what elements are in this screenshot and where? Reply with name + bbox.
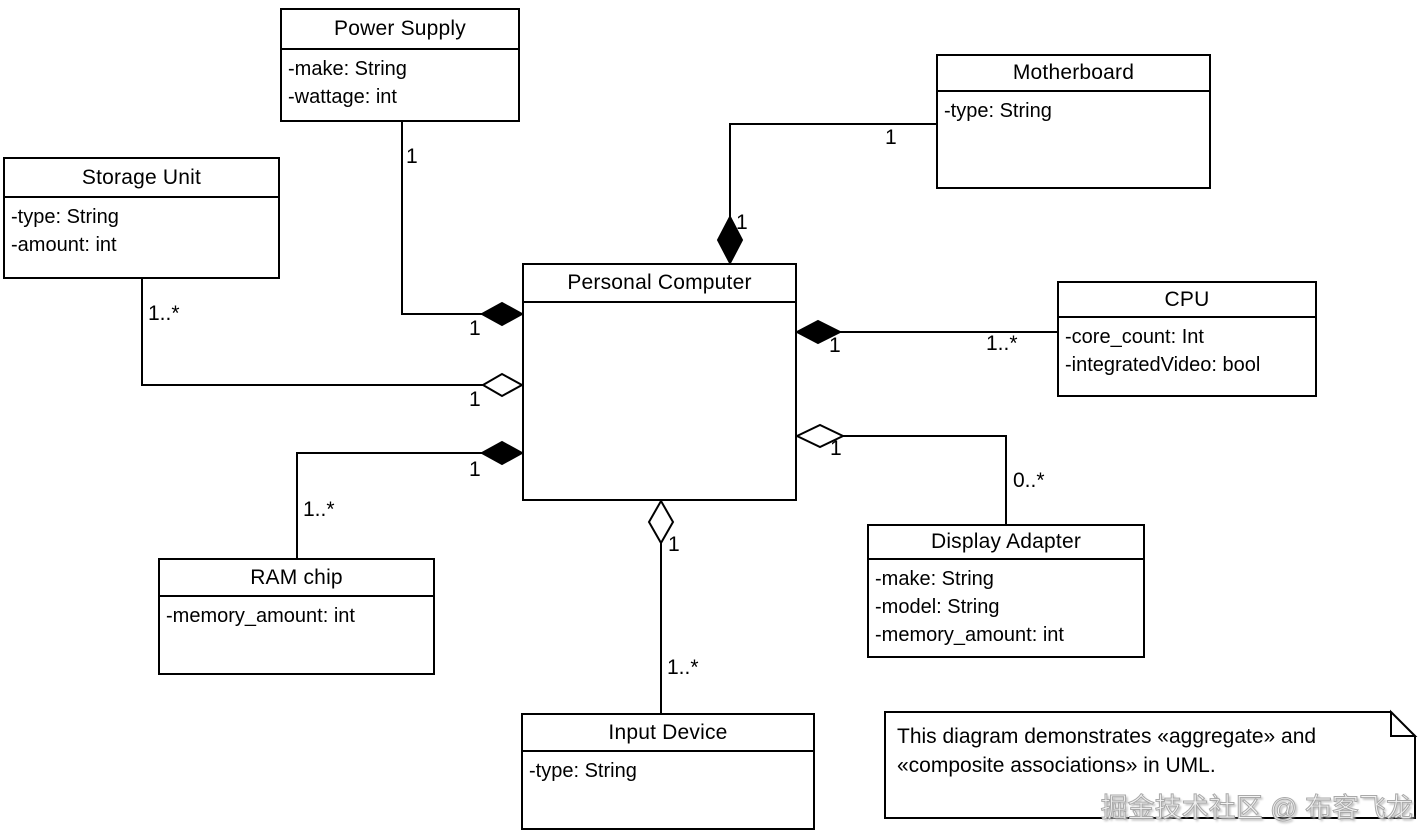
attribute: -core_count: Int xyxy=(1065,326,1204,348)
attribute: -wattage: int xyxy=(288,86,397,108)
class-personal-computer-title: Personal Computer xyxy=(524,265,795,303)
attribute: -amount: int xyxy=(11,234,117,256)
uml-note-text: This diagram demonstrates «aggregate» an… xyxy=(897,722,1397,780)
multiplicity-storage-unit-part-end: 1..* xyxy=(148,302,180,325)
class-power-supply-title: Power Supply xyxy=(282,10,518,50)
class-display-adapter-title: Display Adapter xyxy=(869,526,1143,560)
class-ram-chip-title: RAM chip xyxy=(160,560,433,597)
association-input-device-line xyxy=(647,498,675,713)
association-motherboard-line xyxy=(716,123,936,266)
attribute: -make: String xyxy=(875,568,994,590)
multiplicity-motherboard-part-end: 1 xyxy=(885,126,897,149)
composition-diamond xyxy=(794,319,843,345)
attribute: -memory_amount: int xyxy=(166,605,355,627)
multiplicity-display-adapter-pc-end: 1 xyxy=(830,437,842,460)
association-cpu-line xyxy=(794,319,1057,345)
multiplicity-ram-chip-pc-end: 1 xyxy=(469,458,481,481)
multiplicity-cpu-part-end: 1..* xyxy=(986,332,1018,355)
attribute: -type: String xyxy=(529,760,637,782)
class-ram-chip-attributes: -memory_amount: int xyxy=(160,597,433,630)
note-fold-corner xyxy=(1390,709,1418,737)
class-input-device-title: Input Device xyxy=(523,715,813,752)
class-storage-unit-attributes: -type: String -amount: int xyxy=(5,198,278,259)
attribute: -type: String xyxy=(944,100,1052,122)
class-input-device: Input Device -type: String xyxy=(521,713,815,830)
multiplicity-motherboard-pc-end: 1 xyxy=(736,211,748,234)
attribute: -make: String xyxy=(288,58,407,80)
class-ram-chip: RAM chip -memory_amount: int xyxy=(158,558,435,675)
class-power-supply: Power Supply -make: String -wattage: int xyxy=(280,8,520,122)
class-personal-computer: Personal Computer xyxy=(522,263,797,501)
class-cpu-attributes: -core_count: Int -integratedVideo: bool xyxy=(1059,318,1315,379)
association-power-supply-line xyxy=(401,122,525,327)
composition-diamond xyxy=(479,301,525,327)
association-display-adapter-line xyxy=(794,423,1007,524)
multiplicity-input-device-part-end: 1..* xyxy=(667,656,699,679)
note-line-1: This diagram demonstrates «aggregate» an… xyxy=(897,725,1317,748)
multiplicity-display-adapter-part-end: 0..* xyxy=(1013,469,1045,492)
attribute: -type: String xyxy=(11,206,119,228)
aggregation-diamond xyxy=(481,372,525,398)
attribute: -memory_amount: int xyxy=(875,624,1064,646)
multiplicity-input-device-pc-end: 1 xyxy=(668,533,680,556)
class-display-adapter: Display Adapter -make: String -model: St… xyxy=(867,524,1145,658)
class-storage-unit: Storage Unit -type: String -amount: int xyxy=(3,157,280,279)
class-personal-computer-attributes xyxy=(524,303,795,308)
attribute: -model: String xyxy=(875,596,1000,618)
note-line-2: «composite associations» in UML. xyxy=(897,754,1216,777)
multiplicity-storage-unit-pc-end: 1 xyxy=(469,388,481,411)
multiplicity-power-supply-pc-end: 1 xyxy=(469,317,481,340)
class-display-adapter-attributes: -make: String -model: String -memory_amo… xyxy=(869,560,1143,649)
composition-diamond xyxy=(479,440,525,466)
attribute: -integratedVideo: bool xyxy=(1065,354,1261,376)
association-storage-unit-line xyxy=(141,279,525,398)
multiplicity-power-supply-part-end: 1 xyxy=(406,145,418,168)
class-power-supply-attributes: -make: String -wattage: int xyxy=(282,50,518,111)
aggregation-diamond xyxy=(647,498,675,546)
class-motherboard-attributes: -type: String xyxy=(938,92,1209,125)
class-input-device-attributes: -type: String xyxy=(523,752,813,785)
multiplicity-ram-chip-part-end: 1..* xyxy=(303,498,335,521)
class-motherboard: Motherboard -type: String xyxy=(936,54,1211,189)
watermark-text: 掘金技术社区 @ 布客飞龙 xyxy=(1100,793,1413,824)
class-cpu: CPU -core_count: Int -integratedVideo: b… xyxy=(1057,281,1317,397)
class-cpu-title: CPU xyxy=(1059,283,1315,318)
aggregation-diamond xyxy=(794,423,846,449)
class-storage-unit-title: Storage Unit xyxy=(5,159,278,198)
class-motherboard-title: Motherboard xyxy=(938,56,1209,92)
uml-note-shape xyxy=(884,709,1418,819)
multiplicity-cpu-pc-end: 1 xyxy=(829,334,841,357)
